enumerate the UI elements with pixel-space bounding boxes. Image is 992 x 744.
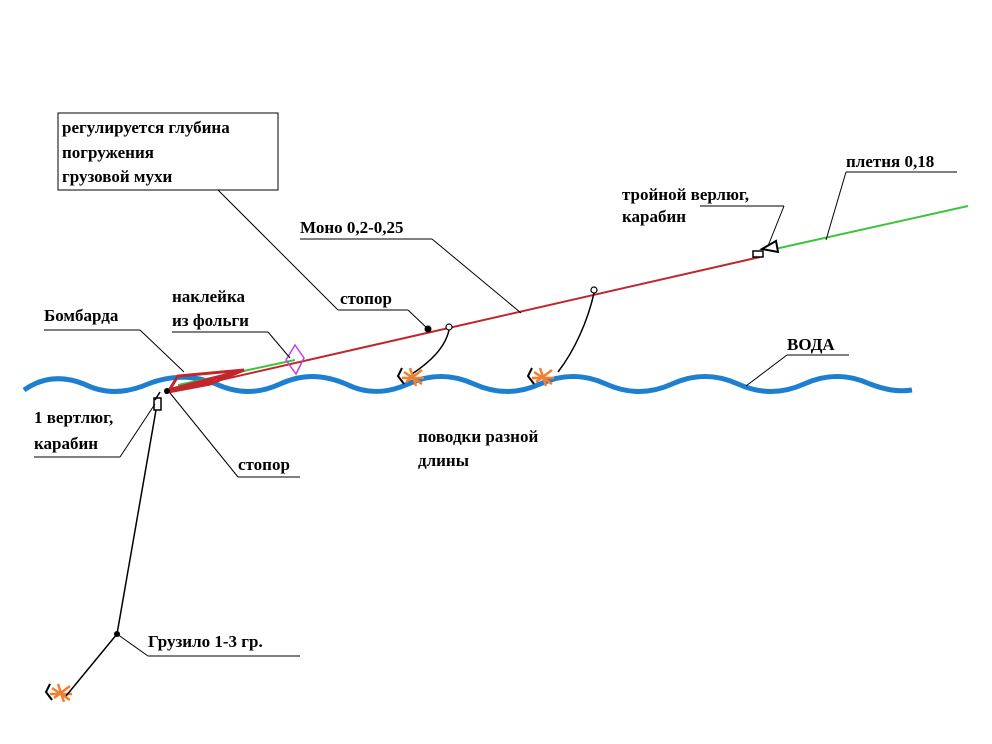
bombarda-float-icon: [164, 368, 245, 395]
swivel-icon: [153, 397, 162, 411]
foil-sticker-icon: [285, 343, 305, 376]
braid-callout: плетня 0,18: [825, 152, 957, 241]
triple-swivel-icon: [752, 239, 780, 258]
fly-icon: [526, 367, 554, 387]
depth-note-line-1: регулируется глубина: [62, 118, 230, 137]
mono-callout: Моно 0,2-0,25: [300, 218, 522, 314]
stopper-top-callout: стопор: [340, 289, 429, 330]
triple-swivel-label-2: карабин: [622, 207, 686, 226]
swivel-1-callout: 1 вертлюг, карабин: [34, 403, 156, 458]
svg-text:грузовой мухи: грузовой мухи: [62, 167, 172, 186]
mono-line: [167, 256, 761, 393]
swivel-1-label-1: 1 вертлюг,: [34, 408, 113, 427]
leaders-label-2: длины: [418, 451, 469, 470]
foil-sticker-callout: наклейка из фольги: [172, 287, 291, 359]
svg-text:погружения: погружения: [62, 143, 154, 162]
svg-text:регулируется глубина: регулируется глубина: [62, 118, 230, 137]
bombarda-label: Бомбарда: [44, 306, 119, 325]
leader-short: [411, 323, 453, 375]
depth-note-callout: регулируется глубина погружения грузовой…: [57, 112, 408, 311]
stopper-top-label: стопор: [340, 289, 392, 308]
sinker-callout: Грузило 1-3 гр.: [116, 632, 300, 657]
stopper-bottom-callout: стопор: [169, 392, 300, 478]
foil-sticker-label-2: из фольги: [172, 311, 249, 330]
fly-icon: [396, 367, 424, 387]
stopper-bottom-label: стопор: [238, 455, 290, 474]
bombarda-callout: Бомбарда: [44, 306, 185, 373]
water-label: ВОДА: [787, 335, 835, 354]
leader-long: [557, 286, 598, 373]
swivel-1-label-2: карабин: [34, 434, 98, 453]
leaders-label-1: поводки разной: [418, 427, 538, 446]
depth-note-line-2: погружения: [62, 143, 154, 162]
braid-label: плетня 0,18: [846, 152, 934, 171]
water-callout: ВОДА: [745, 335, 849, 387]
triple-swivel-label-1: тройной верлюг,: [622, 185, 749, 204]
braid-line: [774, 205, 969, 250]
water-wave: [22, 374, 913, 394]
mono-label: Моно 0,2-0,25: [300, 218, 404, 237]
sinker-label: Грузило 1-3 гр.: [148, 632, 263, 651]
triple-swivel-callout: тройной верлюг, карабин: [622, 185, 785, 247]
foil-sticker-label-1: наклейка: [172, 287, 246, 306]
depth-note-line-3: грузовой мухи: [62, 167, 172, 186]
